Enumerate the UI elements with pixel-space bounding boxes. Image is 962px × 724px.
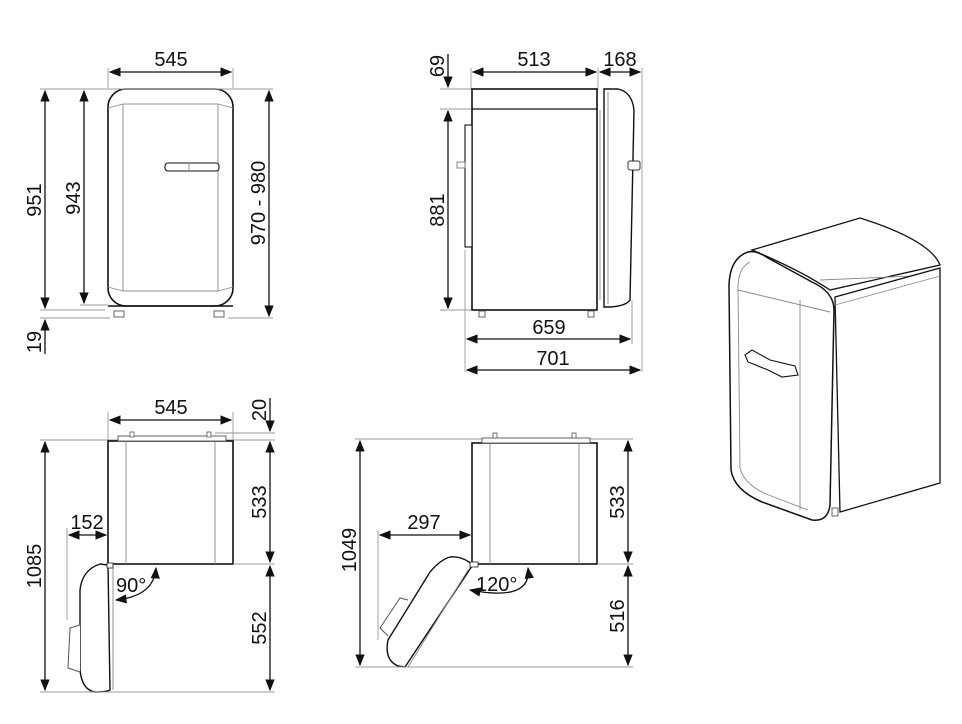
front-feet-label: 19	[24, 331, 46, 353]
side-depth-no-handle-label: 659	[532, 317, 565, 339]
top90-total-depth-label: 1085	[24, 544, 46, 589]
front-door-panel	[122, 103, 219, 292]
front-foot-left	[113, 310, 125, 318]
side-depth-total-label: 701	[536, 348, 569, 370]
iso-handle	[744, 349, 799, 378]
top120-door-swing-label: 516	[607, 599, 629, 632]
side-rear-bracket	[464, 124, 473, 248]
side-view: 513 168 69 881 659 701	[427, 49, 643, 375]
top90-width-label: 545	[154, 397, 187, 419]
front-handle	[164, 162, 220, 172]
top90-door	[79, 563, 111, 693]
side-depth-body-label: 513	[517, 49, 550, 71]
top90-body-depth-label: 533	[249, 485, 271, 518]
top90-angle-arc	[114, 566, 160, 604]
top120-door	[386, 556, 473, 668]
front-height-total-label: 951	[24, 183, 46, 216]
front-width-label: 545	[154, 49, 187, 71]
top90-top-offset-label: 20	[249, 399, 271, 421]
side-height-label: 881	[427, 193, 449, 226]
top120-angle-label: 120°	[476, 574, 517, 596]
top120-cabinet	[471, 442, 598, 565]
front-view: 545 951 943 970 - 980 19	[24, 49, 274, 354]
front-height-body-label: 943	[63, 181, 85, 214]
front-foot-right	[213, 310, 225, 318]
front-height-range-label: 970 - 980	[248, 161, 270, 246]
top90-cabinet	[107, 440, 234, 565]
side-cabinet	[471, 88, 598, 311]
top-view-120: 297 120° 1049 533 516	[339, 432, 633, 668]
side-top-offset-label: 69	[427, 55, 449, 77]
top120-total-depth-label: 1049	[339, 528, 361, 573]
top120-side-clearance-label: 297	[407, 512, 440, 534]
top120-body-depth-label: 533	[607, 485, 629, 518]
top90-side-clearance-label: 152	[70, 512, 103, 534]
iso-door	[728, 250, 835, 521]
top120-angle-arc	[468, 566, 534, 597]
side-door	[603, 88, 635, 308]
side-handle	[627, 160, 641, 171]
top-view-90: 545 20 152 90° 1085 533 5	[24, 397, 275, 693]
top90-angle-label: 90°	[116, 575, 146, 597]
top90-door-swing-label: 552	[249, 611, 271, 644]
isometric-view	[728, 217, 941, 521]
side-door-depth-label: 168	[603, 49, 636, 71]
iso-side-panel	[834, 267, 941, 513]
front-cabinet	[107, 88, 234, 307]
